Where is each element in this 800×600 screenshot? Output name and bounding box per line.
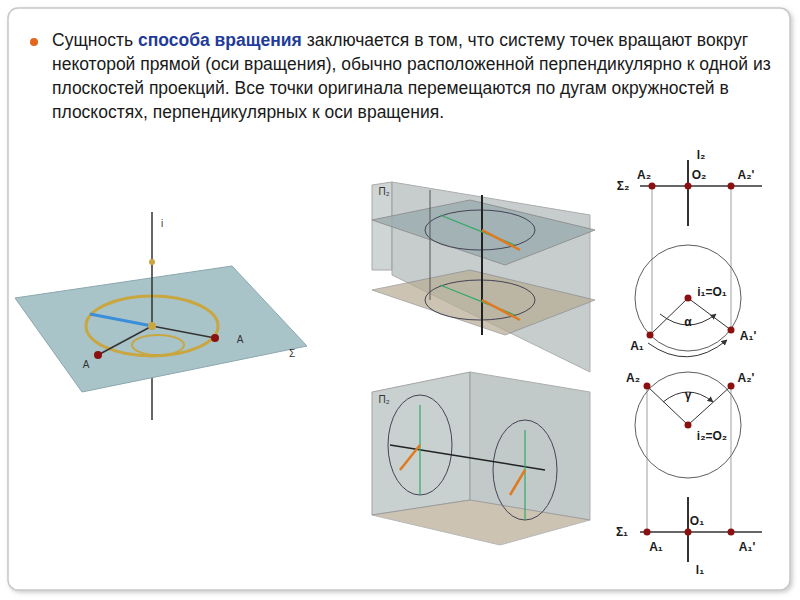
rotation-epure-frontal xyxy=(635,372,762,562)
figure-label: A xyxy=(83,358,90,372)
figure-label: A xyxy=(237,333,244,347)
point-label: i₁=O₁ xyxy=(697,285,727,299)
point-label: α xyxy=(684,315,691,329)
figure-label: Π₂ xyxy=(378,393,389,407)
point-label: l₂ xyxy=(697,148,706,162)
point-label: A₂' xyxy=(738,371,755,385)
rotation-epure-horizontal xyxy=(635,160,762,357)
figure-label: Σ xyxy=(289,347,295,361)
paragraph-text: Сущность xyxy=(52,30,133,50)
point-label: l₁ xyxy=(696,563,704,577)
point-label: A₁ xyxy=(630,339,644,353)
figure-label: Π₂ xyxy=(378,185,389,199)
point-label: A₁ xyxy=(649,540,663,554)
point-label: O₂ xyxy=(692,168,707,182)
point-label: A₁' xyxy=(739,540,755,554)
point-label: Σ₁ xyxy=(616,525,628,539)
rotation-3d xyxy=(15,212,307,420)
point-label: γ xyxy=(685,388,692,402)
intro-paragraph: Сущностьспособа вращениязаключается в то… xyxy=(52,28,782,124)
point-label: O₁ xyxy=(690,514,704,528)
point-label: i₂=O₂ xyxy=(697,429,727,443)
point-label: A₂ xyxy=(626,371,640,385)
rotation-projections-horizontal xyxy=(372,182,595,372)
point-label: A₂ xyxy=(637,168,651,182)
slide-frame xyxy=(8,8,790,590)
point-label: A₁' xyxy=(740,329,756,343)
point-label: Σ₂ xyxy=(617,179,630,193)
rotation-projections-frontal xyxy=(372,372,590,545)
highlight-term: способа вращения xyxy=(138,30,302,50)
bullet xyxy=(30,38,38,46)
figure-label: i xyxy=(161,217,163,231)
point-label: A₂' xyxy=(738,168,755,182)
